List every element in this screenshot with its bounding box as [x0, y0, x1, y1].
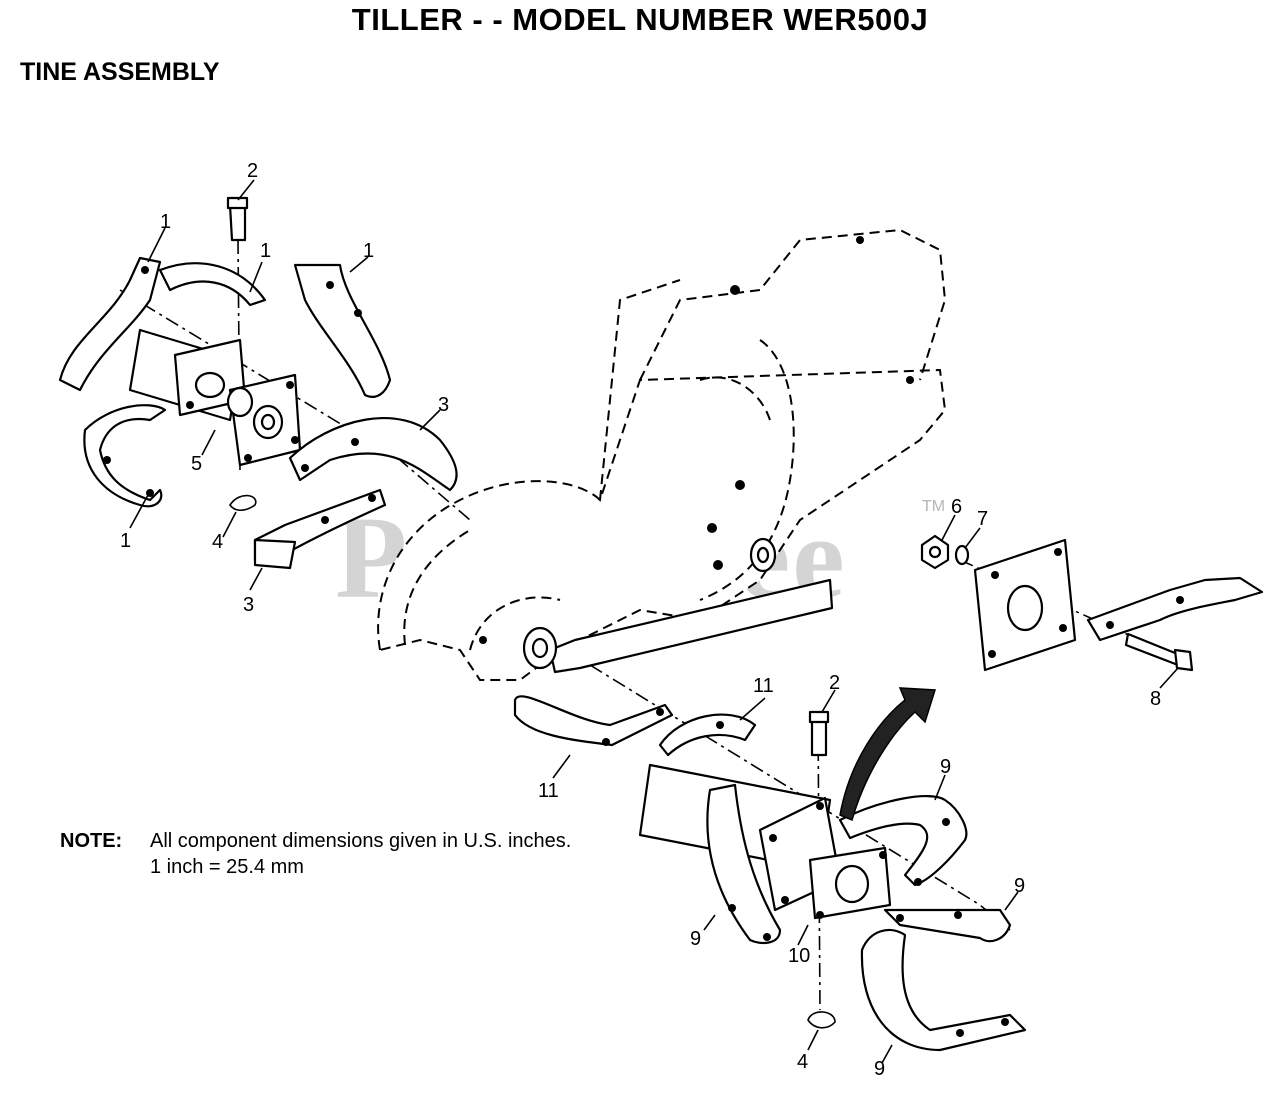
callout-7: 7: [977, 508, 988, 530]
note-line-2: 1 inch = 25.4 mm: [150, 856, 304, 878]
callout-9: 9: [874, 1058, 885, 1080]
callout-9: 9: [1014, 875, 1025, 897]
callout-labels: 1 1 1 1 2 2 3 3 4 4 5 6 7 8 9 9 9 9 10 1…: [120, 160, 1161, 1080]
upper-left-tine-set: [58, 196, 458, 570]
lower-right-tine-set: [513, 687, 1027, 1052]
callout-3: 3: [243, 594, 254, 616]
callout-2: 2: [247, 160, 258, 182]
callout-3: 3: [438, 394, 449, 416]
note-label: NOTE:: [60, 830, 123, 852]
callout-1: 1: [260, 240, 271, 262]
callout-2: 2: [829, 672, 840, 694]
callout-1: 1: [363, 240, 374, 262]
callout-11: 11: [753, 675, 774, 697]
leader-lines: [129, 179, 1179, 1064]
right-side-assembly: [920, 534, 1264, 672]
callout-11: 11: [538, 780, 559, 802]
section-title: TINE ASSEMBLY: [20, 58, 220, 86]
page-title: TILLER - - MODEL NUMBER WER500J: [351, 2, 929, 37]
axle-shaft: [522, 537, 834, 674]
callout-1: 1: [160, 211, 171, 233]
callout-5: 5: [191, 453, 202, 475]
callout-8: 8: [1150, 688, 1161, 710]
dimension-note: NOTE: All component dimensions given in U…: [60, 828, 571, 880]
callout-9: 9: [940, 756, 951, 778]
callout-4: 4: [212, 531, 223, 553]
callout-9: 9: [690, 928, 701, 950]
callout-1: 1: [120, 530, 131, 552]
watermark-trademark: TM: [922, 498, 946, 515]
callout-10: 10: [788, 945, 810, 967]
callout-6: 6: [951, 496, 962, 518]
note-line-1: All component dimensions given in U.S. i…: [150, 830, 572, 852]
callout-4: 4: [797, 1051, 808, 1073]
tiller-housing: [377, 228, 947, 681]
